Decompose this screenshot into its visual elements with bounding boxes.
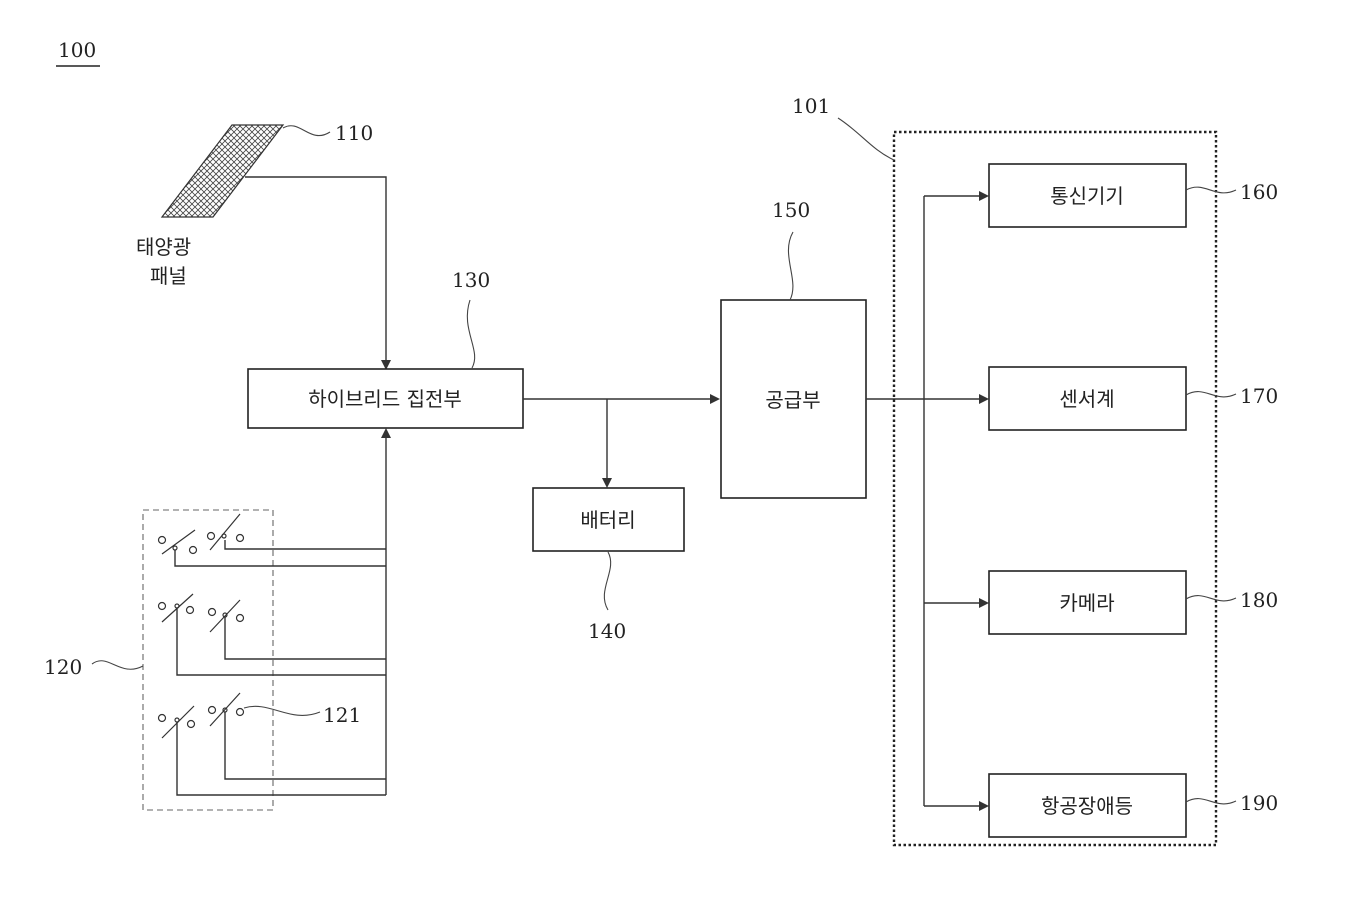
turbine-group-ref: 120 (44, 655, 82, 679)
camera-leader (1186, 596, 1236, 601)
figure-number: 100 (58, 38, 96, 62)
arrow-to-battery (602, 478, 612, 488)
load-distribution-wires (866, 196, 980, 806)
load-group-frame (894, 132, 1216, 845)
solar-panel-label-line2: 패널 (150, 264, 187, 288)
turbine-ref: 121 (323, 703, 361, 727)
aviation-light-ref: 190 (1240, 791, 1278, 815)
sensor-leader (1186, 392, 1236, 397)
battery-label: 배터리 (580, 508, 635, 532)
turbine-leader (244, 706, 320, 715)
solar-panel-ref: 110 (335, 121, 373, 145)
turbine-group-leader (92, 661, 143, 669)
sensor-label: 센서계 (1059, 387, 1114, 411)
arrow-turbines-to-charger (381, 428, 391, 438)
aviation-light-leader (1186, 799, 1236, 804)
solar-panel-label-line1: 태양광 (136, 235, 191, 259)
comm-device-leader (1186, 187, 1236, 193)
sensor-ref: 170 (1240, 384, 1278, 408)
turbine-wires (175, 436, 386, 795)
load-group-ref: 101 (792, 94, 830, 118)
solar-panel-icon (162, 125, 283, 217)
hybrid-charger-leader (467, 300, 474, 368)
supply-unit-label: 공급부 (765, 388, 820, 412)
arrow-charger-to-supply (710, 394, 720, 404)
wire-solar-to-charger (245, 177, 386, 362)
comm-device-label: 통신기기 (1050, 184, 1124, 208)
battery-leader (604, 552, 610, 610)
battery-ref: 140 (588, 619, 626, 643)
hybrid-charger-label: 하이브리드 집전부 (308, 387, 462, 411)
turbine-group-frame (143, 510, 273, 810)
aviation-light-label: 항공장애등 (1041, 794, 1133, 818)
wind-turbine-icon (209, 693, 244, 726)
arrow-to-light (979, 801, 989, 811)
supply-unit-ref: 150 (772, 198, 810, 222)
wind-turbine-icon (209, 600, 244, 632)
arrow-to-comm (979, 191, 989, 201)
comm-device-ref: 160 (1240, 180, 1278, 204)
solar-panel-leader (283, 126, 330, 136)
wind-turbine-icon (159, 530, 197, 554)
wind-turbine-icon (159, 594, 194, 622)
arrow-to-sensor (979, 394, 989, 404)
arrow-to-camera (979, 598, 989, 608)
hybrid-charger-ref: 130 (452, 268, 490, 292)
camera-label: 카메라 (1059, 591, 1114, 615)
load-group-leader (838, 118, 894, 160)
camera-ref: 180 (1240, 588, 1278, 612)
supply-unit-leader (788, 232, 793, 300)
